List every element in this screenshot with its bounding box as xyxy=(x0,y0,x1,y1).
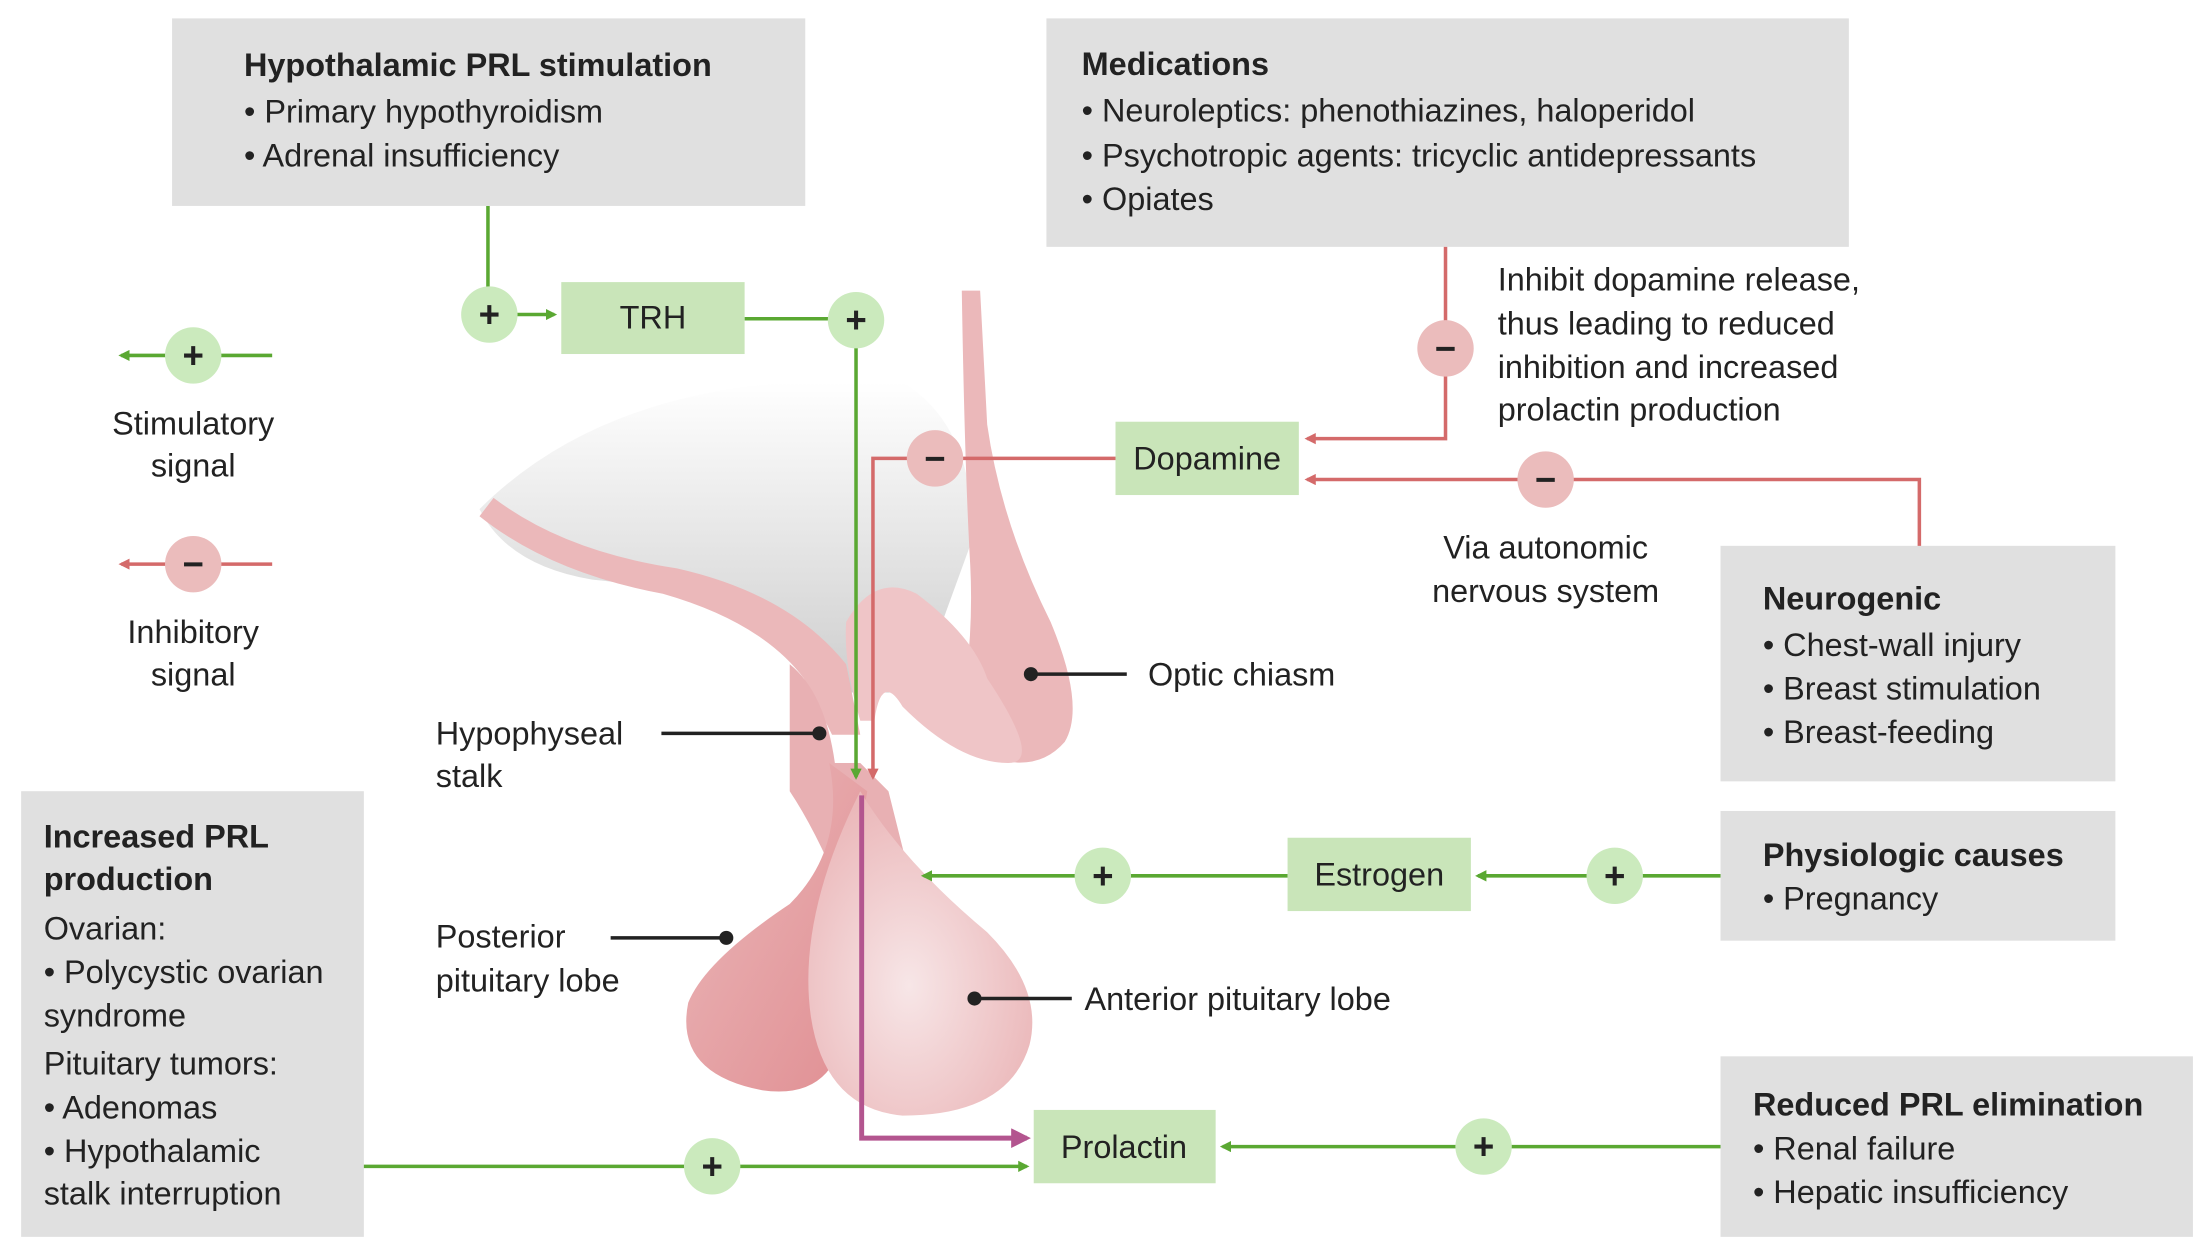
minus-sign-icon: − xyxy=(1417,320,1474,377)
plus-sign-icon: + xyxy=(1455,1118,1512,1175)
anterior-lobe-label: Anterior pituitary lobe xyxy=(967,981,1391,1017)
posterior-lobe-label: Posterior pituitary lobe xyxy=(436,919,734,998)
medications-box: Medications • Neuroleptics: phenothiazin… xyxy=(1046,18,1849,247)
plus-sign-icon: + xyxy=(165,327,222,384)
plus-sign-icon: + xyxy=(827,291,885,349)
svg-text:+: + xyxy=(1473,1126,1494,1167)
box-item: • Pregnancy xyxy=(1763,881,1939,917)
box-item: • Primary hypothyroidism xyxy=(244,94,603,130)
node-label: Dopamine xyxy=(1133,441,1281,477)
box-item: • Neuroleptics: phenothiazines, haloperi… xyxy=(1082,92,1695,128)
optic-chiasm-label: Optic chiasm xyxy=(1023,656,1335,692)
svg-text:Hypophyseal: Hypophyseal xyxy=(436,716,623,752)
svg-text:stalk: stalk xyxy=(436,758,503,794)
svg-text:+: + xyxy=(701,1146,722,1187)
legend: + Stimulatory signal − Inhibitory signal xyxy=(112,327,275,692)
svg-text:Anterior pituitary lobe: Anterior pituitary lobe xyxy=(1084,981,1390,1017)
box-line: • Adenomas xyxy=(44,1089,218,1125)
svg-text:Optic chiasm: Optic chiasm xyxy=(1148,656,1335,692)
minus-sign-icon: − xyxy=(1517,451,1574,508)
box-item: • Breast stimulation xyxy=(1763,671,2041,707)
box-item: • Breast-feeding xyxy=(1763,714,1994,750)
svg-text:thus leading to reduced: thus leading to reduced xyxy=(1498,305,1835,341)
svg-text:+: + xyxy=(182,335,203,376)
plus-sign-icon: + xyxy=(1586,847,1643,905)
svg-text:+: + xyxy=(1604,855,1625,896)
estrogen-node: Estrogen xyxy=(1287,837,1471,912)
hypothalamic-stimulation-box: Hypothalamic PRL stimulation • Primary h… xyxy=(172,18,806,206)
increased-production-box: Increased PRL production Ovarian: • Poly… xyxy=(21,791,364,1237)
svg-text:Via autonomic: Via autonomic xyxy=(1443,530,1648,566)
box-line: stalk interruption xyxy=(44,1175,282,1211)
svg-text:inhibition and increased: inhibition and increased xyxy=(1498,349,1839,385)
svg-text:+: + xyxy=(1092,855,1113,896)
box-title: Physiologic causes xyxy=(1763,837,2064,873)
box-title: Increased PRL xyxy=(44,819,269,855)
box-item: • Psychotropic agents: tricyclic antidep… xyxy=(1082,137,1757,173)
svg-text:Inhibitory: Inhibitory xyxy=(127,614,259,650)
hypophyseal-stalk-label: Hypophyseal stalk xyxy=(436,716,827,794)
svg-text:prolactin production: prolactin production xyxy=(1498,391,1781,427)
svg-text:+: + xyxy=(845,300,866,341)
box-line: Pituitary tumors: xyxy=(44,1046,278,1082)
legend-stimulatory: + Stimulatory signal xyxy=(112,327,275,484)
svg-text:pituitary lobe: pituitary lobe xyxy=(436,962,620,998)
box-line: syndrome xyxy=(44,998,186,1034)
medications-to-dopamine-line xyxy=(1304,246,1448,445)
plus-sign-icon: + xyxy=(461,286,518,343)
svg-text:signal: signal xyxy=(151,656,236,692)
node-label: TRH xyxy=(620,300,687,336)
reduced-elimination-box: Reduced PRL elimination • Renal failure … xyxy=(1720,1056,2193,1237)
prolactin-secretion-arrow xyxy=(859,795,1031,1149)
legend-inhibitory: − Inhibitory signal xyxy=(118,535,273,692)
svg-text:Inhibit dopamine release,: Inhibit dopamine release, xyxy=(1498,262,1860,298)
svg-text:−: − xyxy=(924,438,945,479)
box-line: • Hypothalamic xyxy=(44,1133,261,1169)
box-item: • Renal failure xyxy=(1753,1130,1955,1166)
anterior-lobe-shape xyxy=(808,791,1033,1116)
dopamine-node: Dopamine xyxy=(1115,421,1299,496)
box-title: Reduced PRL elimination xyxy=(1753,1087,2143,1123)
physiologic-causes-box: Physiologic causes • Pregnancy xyxy=(1720,810,2116,941)
box-line: • Polycystic ovarian xyxy=(44,954,324,990)
trh-node: TRH xyxy=(561,282,745,355)
svg-text:−: − xyxy=(182,544,203,585)
box-title: Hypothalamic PRL stimulation xyxy=(244,47,712,83)
plus-sign-icon: + xyxy=(1074,847,1132,905)
minus-sign-icon: − xyxy=(165,535,222,593)
box-line: Ovarian: xyxy=(44,910,167,946)
plus-sign-icon: + xyxy=(683,1138,741,1195)
box-item: • Opiates xyxy=(1082,181,1214,217)
signal-nodes: + + − − − + + + + xyxy=(461,286,1643,1195)
medications-annotation: Inhibit dopamine release, thus leading t… xyxy=(1498,262,1860,428)
svg-text:Posterior: Posterior xyxy=(436,919,566,955)
box-title: production xyxy=(44,861,213,897)
box-item: • Adrenal insufficiency xyxy=(244,137,560,173)
svg-text:Stimulatory: Stimulatory xyxy=(112,405,275,441)
dopamine-to-pituitary-line xyxy=(867,456,1116,780)
hypothalamus-floor xyxy=(479,497,861,735)
svg-text:nervous system: nervous system xyxy=(1432,573,1659,609)
svg-text:signal: signal xyxy=(151,448,236,484)
node-label: Prolactin xyxy=(1061,1129,1187,1165)
brain-shading xyxy=(479,382,974,693)
anatomy-illustration xyxy=(479,290,1073,1116)
optic-chiasm-shape xyxy=(845,587,1022,763)
inhibitory-connectors xyxy=(867,246,1922,780)
svg-text:+: + xyxy=(479,294,500,335)
neurogenic-box: Neurogenic • Chest-wall injury • Breast … xyxy=(1720,545,2116,782)
node-label: Estrogen xyxy=(1314,857,1444,893)
third-ventricle-wall xyxy=(961,290,1073,763)
neurogenic-to-dopamine-line xyxy=(1304,473,1922,546)
box-title: Medications xyxy=(1082,46,1269,82)
svg-text:−: − xyxy=(1435,328,1456,369)
box-item: • Hepatic insufficiency xyxy=(1753,1174,2069,1210)
box-title: Neurogenic xyxy=(1763,580,1941,616)
box-item: • Chest-wall injury xyxy=(1763,627,2022,663)
svg-text:−: − xyxy=(1535,459,1556,500)
minus-sign-icon: − xyxy=(906,430,964,487)
autonomic-annotation: Via autonomic nervous system xyxy=(1432,530,1659,610)
prolactin-node: Prolactin xyxy=(1033,1109,1216,1184)
